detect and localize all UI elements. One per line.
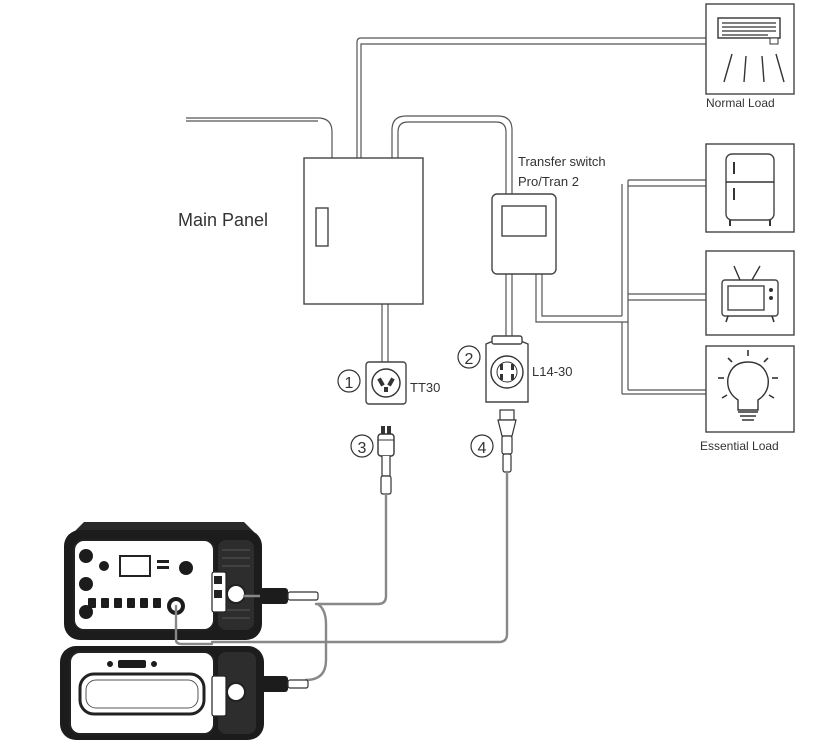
tt30-plug-cable[interactable]	[314, 426, 395, 606]
normal-load-label: Normal Load	[706, 96, 775, 110]
air-conditioner-icon	[705, 3, 795, 95]
main-panel[interactable]	[303, 157, 424, 305]
light-bulb-icon	[705, 345, 795, 433]
switch-to-essential-wire	[535, 274, 628, 323]
l14-30-label: L14-30	[532, 364, 572, 379]
transfer-switch-label-1: Transfer switch	[518, 154, 606, 169]
step-marker-4: 4	[470, 434, 494, 458]
utility-feed-wire	[186, 117, 333, 158]
panel-to-tt30-wire	[381, 304, 389, 362]
svg-text:3: 3	[358, 440, 367, 457]
tt30-label: TT30	[410, 380, 440, 395]
normal-load-wire	[356, 37, 706, 158]
transfer-switch-label-2: Pro/Tran 2	[518, 174, 579, 189]
step-marker-2: 2	[457, 345, 481, 369]
switch-to-inlet-wire	[505, 274, 513, 336]
tv-feed-wire	[628, 293, 706, 301]
essential-load-label: Essential Load	[700, 439, 779, 453]
bulb-feed-wire	[622, 389, 706, 395]
step-marker-3: 3	[350, 434, 374, 458]
l14-30-inlet[interactable]	[485, 335, 529, 403]
svg-text:2: 2	[465, 351, 474, 368]
panel-to-switch-wire	[391, 115, 513, 194]
step-marker-1: 1	[337, 369, 361, 393]
l14-30-plug-cable[interactable]	[210, 409, 517, 644]
power-station-upper	[64, 522, 262, 640]
svg-text:4: 4	[478, 440, 487, 457]
television-icon	[705, 250, 795, 336]
transfer-switch[interactable]	[491, 193, 557, 275]
tt30-outlet[interactable]	[365, 361, 407, 405]
station-cables	[174, 588, 328, 692]
refrigerator-icon	[705, 143, 795, 233]
svg-text:1: 1	[345, 375, 354, 392]
power-station-lower	[60, 646, 264, 740]
wires	[186, 37, 706, 395]
main-panel-label: Main Panel	[178, 210, 268, 230]
fridge-feed-wire	[628, 179, 706, 187]
